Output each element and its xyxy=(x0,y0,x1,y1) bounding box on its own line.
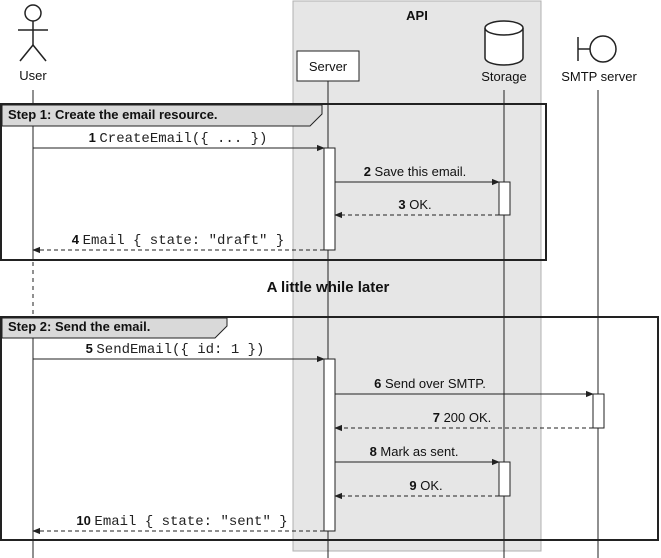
activation-storage-1 xyxy=(498,181,511,216)
message-10-label: 10 Email { state: "sent" } xyxy=(76,513,287,530)
participant-storage-label: Storage xyxy=(481,69,527,84)
message-5-label: 5 SendEmail({ id: 1 }) xyxy=(86,341,265,358)
step-2-frame xyxy=(0,316,659,541)
separator-label: A little while later xyxy=(267,279,390,296)
activation-storage-2 xyxy=(498,461,511,497)
lifeline-gaps xyxy=(32,262,599,316)
message-9-label: 9 OK. xyxy=(409,478,442,493)
participant-smtp-label: SMTP server xyxy=(561,69,637,84)
participant-user-label: User xyxy=(19,68,47,83)
participant-server-label: Server xyxy=(309,59,348,74)
message-1-label: 1 CreateEmail({ ... }) xyxy=(89,130,268,147)
step-1-title: Step 1: Create the email resource. xyxy=(8,107,218,122)
messages: 1 CreateEmail({ ... }) 2 Save this email.… xyxy=(32,130,594,535)
step-1-header xyxy=(1,104,323,127)
message-7-label: 7 200 OK. xyxy=(433,410,492,425)
message-6-label: 6 Send over SMTP. xyxy=(374,376,486,391)
step-1-frame xyxy=(0,103,547,261)
message-8-label: 8 Mark as sent. xyxy=(370,444,459,459)
participant-server-box xyxy=(296,50,360,82)
message-2-label: 2 Save this email. xyxy=(364,164,467,179)
message-3-label: 3 OK. xyxy=(398,197,431,212)
activation-server-2 xyxy=(323,358,336,532)
api-group-label: API xyxy=(406,8,428,23)
activation-smtp xyxy=(592,393,605,429)
step-2-title: Step 2: Send the email. xyxy=(8,319,150,334)
user-actor-icon xyxy=(18,4,48,62)
message-4-label: 4 Email { state: "draft" } xyxy=(72,232,284,249)
activation-server-1 xyxy=(323,147,336,251)
database-icon xyxy=(484,20,524,66)
boundary-icon xyxy=(577,35,617,63)
step-2-header xyxy=(1,317,228,339)
activation-bars xyxy=(323,147,605,532)
